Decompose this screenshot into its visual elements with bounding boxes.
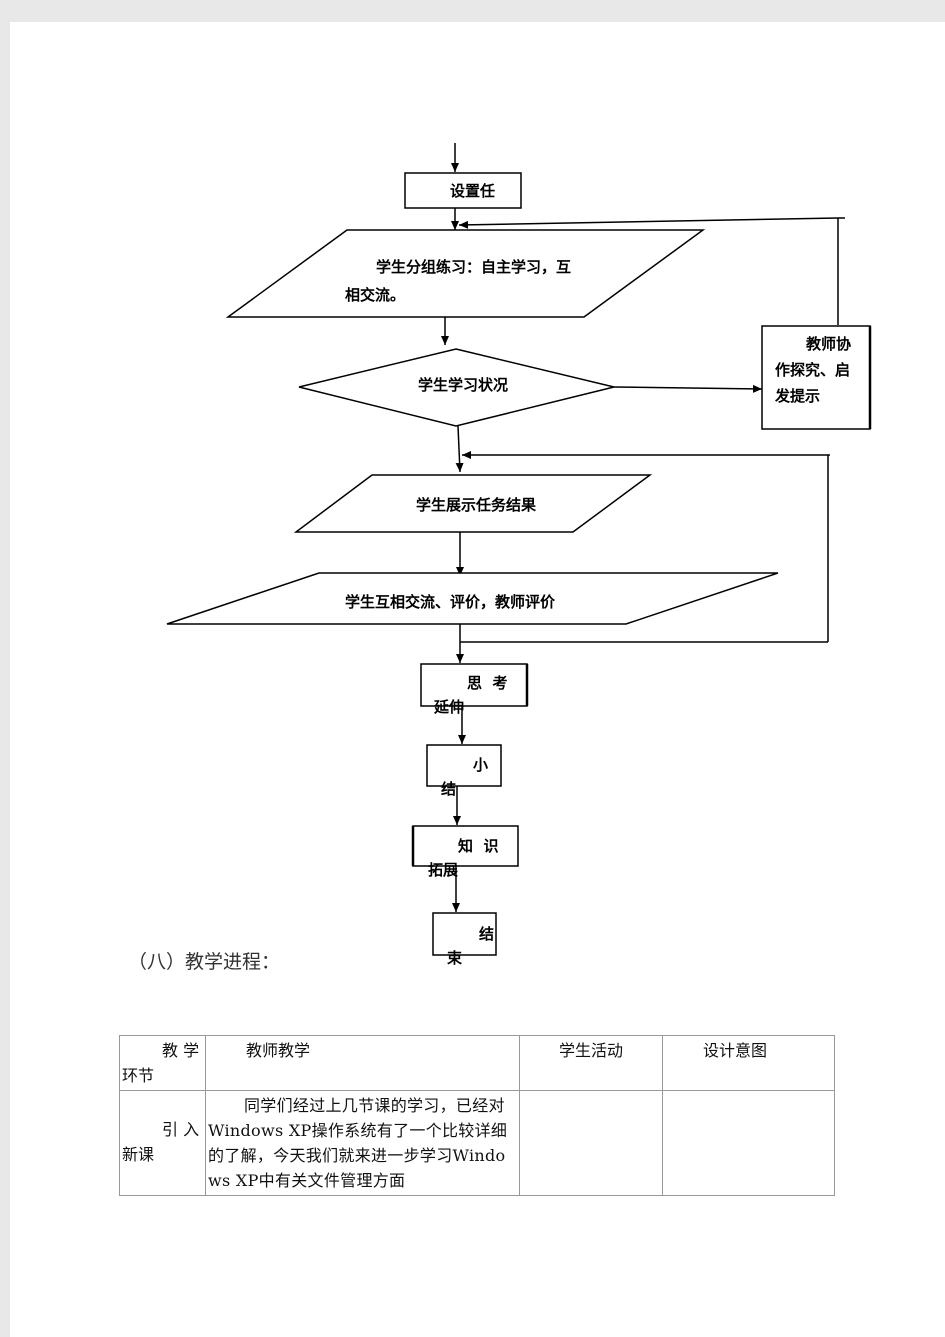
header-student: 学生活动 xyxy=(519,1035,663,1091)
teaching-process-table: 教 学 环节 教师教学 学生活动 设计意图 引 入 新课 同学们经过上几节课的学… xyxy=(119,1035,835,1196)
group-practice-label-1: 学生分组练习：自主学习，互 xyxy=(376,258,572,276)
section-heading: （八）教学进程： xyxy=(128,951,281,973)
table-row: 引 入 新课 同学们经过上几节课的学习，已经对Windows XP操作系统有了一… xyxy=(119,1090,835,1196)
flowchart xyxy=(166,143,872,956)
set-task-box xyxy=(404,172,522,209)
teacher-help-label-1: 教师协 xyxy=(806,335,852,353)
header-stage-line2: 环节 xyxy=(122,1066,155,1085)
knowledge-label-1: 知 识 xyxy=(458,837,499,855)
arrow-to-show-results xyxy=(455,425,464,473)
header-stage-line1: 教 学 xyxy=(162,1041,200,1060)
think-label-1: 思 考 xyxy=(467,674,508,692)
row1-stage-line2: 新课 xyxy=(122,1145,155,1164)
summary-label-2: 结 xyxy=(441,780,457,798)
row1-stage: 引 入 新课 xyxy=(119,1090,206,1196)
header-intent-label: 设计意图 xyxy=(703,1041,768,1060)
row1-student xyxy=(519,1090,663,1196)
show-results-shape xyxy=(293,474,653,533)
knowledge-label-2: 拓展 xyxy=(428,861,459,879)
learning-status-label: 学生学习状况 xyxy=(418,376,509,394)
group-practice-label-2: 相交流。 xyxy=(345,286,406,304)
peer-eval-shape xyxy=(166,572,779,625)
teacher-help-box xyxy=(761,325,871,430)
table-header-row: 教 学 环节 教师教学 学生活动 设计意图 xyxy=(119,1035,835,1091)
teacher-help-label-2: 作探究、启 xyxy=(775,361,851,379)
peer-eval-label: 学生互相交流、评价，教师评价 xyxy=(345,593,556,611)
think-box xyxy=(420,663,528,707)
summary-label-1: 小 xyxy=(473,756,489,774)
header-intent: 设计意图 xyxy=(662,1035,835,1091)
header-stage: 教 学 环节 xyxy=(119,1035,206,1091)
header-student-label: 学生活动 xyxy=(558,1041,623,1060)
header-teacher-label: 教师教学 xyxy=(246,1041,311,1060)
show-results-label: 学生展示任务结果 xyxy=(416,496,537,514)
row1-intent xyxy=(662,1090,835,1196)
learning-status-diamond xyxy=(298,348,615,427)
end-label-1: 结 xyxy=(479,925,495,943)
end-label-2: 束 xyxy=(447,949,463,967)
think-label-2: 延伸 xyxy=(434,698,465,716)
end-box xyxy=(432,912,497,956)
arrow-to-teacher-help xyxy=(613,384,763,393)
header-teacher: 教师教学 xyxy=(205,1035,520,1091)
set-task-label: 设置任 xyxy=(450,182,496,200)
row1-stage-line1: 引 入 xyxy=(162,1120,200,1139)
teacher-help-label-3: 发提示 xyxy=(775,387,821,405)
summary-box xyxy=(426,744,502,787)
row1-teacher-text: 同学们经过上几节课的学习，已经对Windows XP操作系统有了一个比较详细的了… xyxy=(208,1096,508,1190)
row1-teacher: 同学们经过上几节课的学习，已经对Windows XP操作系统有了一个比较详细的了… xyxy=(205,1090,520,1196)
group-practice-shape xyxy=(225,229,706,318)
feedback-top-arrow xyxy=(458,217,839,229)
